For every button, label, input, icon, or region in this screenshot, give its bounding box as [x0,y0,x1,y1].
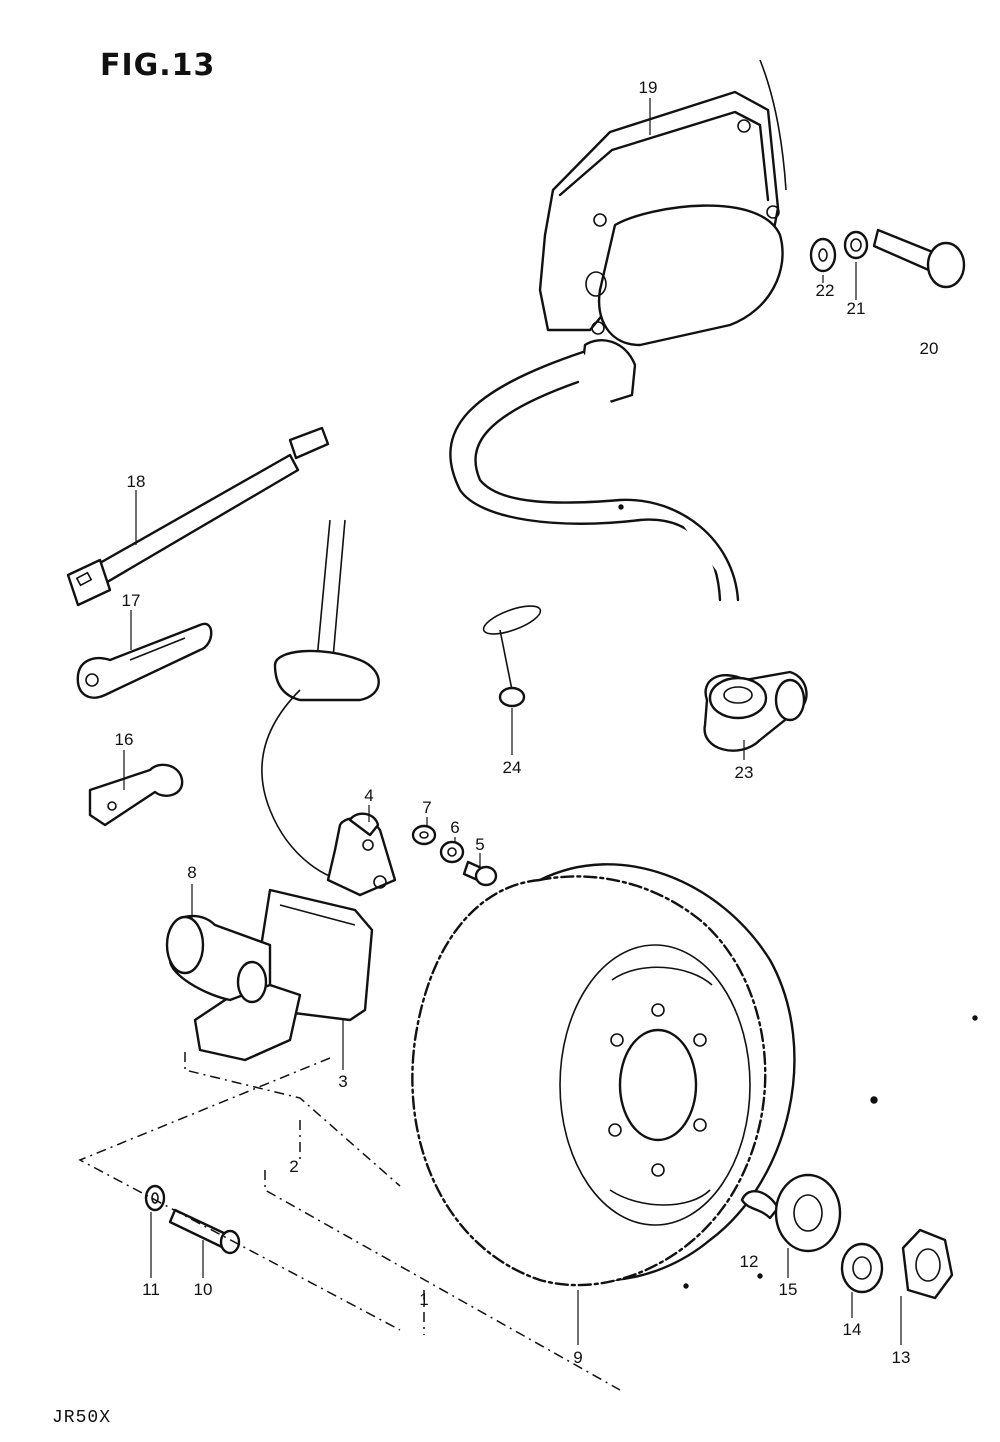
callout-part-3: 3 [338,1072,348,1091]
callout-part-19: 19 [638,78,658,97]
assembly-brackets [78,1052,621,1391]
contact-point-4 [326,805,397,897]
callout-part-14: 14 [842,1320,862,1339]
callout-part-7: 7 [422,798,432,817]
callout-part-10: 10 [193,1280,213,1299]
callout-part-23: 23 [734,763,754,782]
figure-title: FIG.13 [100,48,216,83]
callout-part-18: 18 [126,472,146,491]
fasteners-5-7 [411,817,498,887]
key-washers-nut-12-15 [740,1173,954,1345]
plug-cap-23 [703,670,808,760]
callout-part-4: 4 [364,786,374,805]
callout-part-24: 24 [502,758,522,777]
callout-part-20: 20 [919,339,939,358]
callout-part-1: 1 [419,1290,429,1309]
bracket-17 [76,610,213,699]
callout-part-6: 6 [450,818,460,837]
callout-part-16: 16 [114,730,134,749]
clamp-16 [88,750,184,827]
callout-part-17: 17 [121,591,141,610]
base-plate-3 [193,888,374,1070]
clip-24 [482,605,542,755]
callout-part-12: 12 [739,1252,759,1271]
scan-specks [618,504,978,1289]
screw-washer-10-11 [144,1184,241,1278]
callout-part-22: 22 [815,281,835,300]
model-code: JR50X [52,1408,112,1428]
callout-part-8: 8 [187,863,197,882]
callout-part-2: 2 [289,1157,299,1176]
coil-8 [165,884,272,1004]
ignition-coil-19 [449,59,787,602]
ignition-lead [261,519,380,881]
rotor-9 [411,863,796,1345]
callout-part-21: 21 [846,299,866,318]
callout-part-15: 15 [778,1280,798,1299]
callout-part-11: 11 [142,1280,160,1299]
callout-part-13: 13 [891,1348,911,1367]
callout-part-5: 5 [475,835,485,854]
callout-part-9: 9 [573,1348,583,1367]
strap-18 [66,426,330,607]
coil-bolt-washers-20-22 [809,228,966,300]
